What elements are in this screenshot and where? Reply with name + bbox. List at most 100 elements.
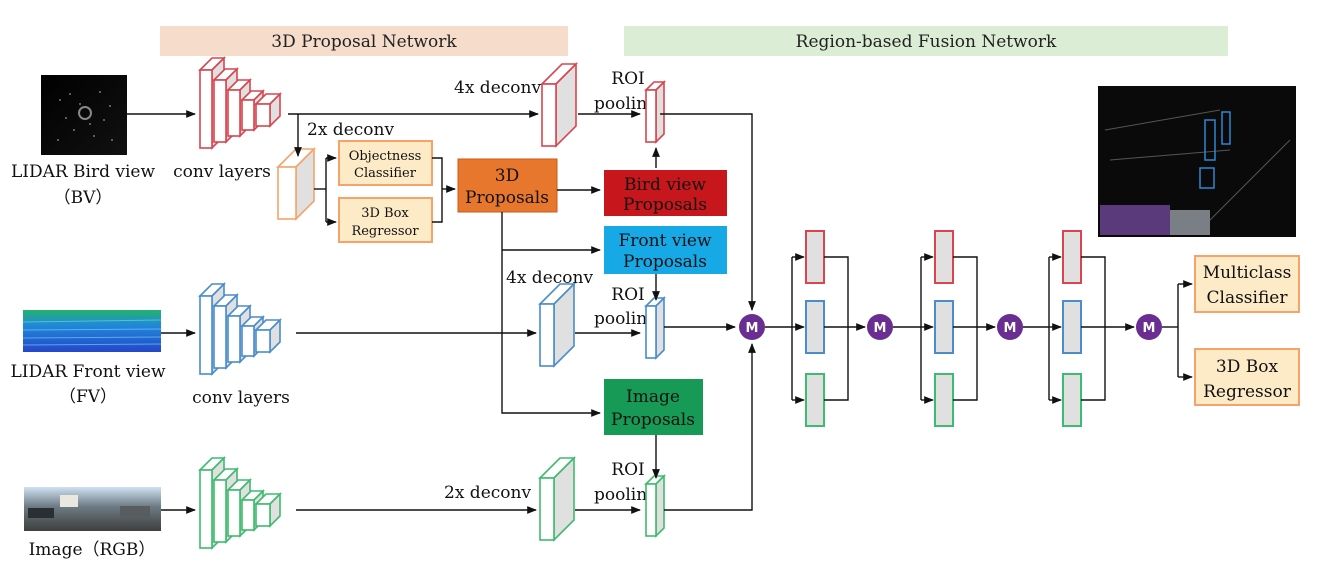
bird-view-proposals-box: Bird view Proposals	[604, 170, 727, 216]
conv-layers-label-bv: conv layers	[173, 162, 271, 182]
conv-layers-bv	[198, 56, 282, 150]
front-view-proposals-box: Front view Proposals	[604, 226, 727, 274]
multiclass-classifier-line1: Multiclass	[1203, 263, 1292, 283]
multiclass-classifier-line2: Classifier	[1207, 288, 1289, 308]
edge-roi-bv-to-merge	[660, 113, 756, 311]
deconv-block-fv	[538, 282, 576, 368]
proposals-3d-line2: Proposals	[465, 188, 549, 208]
roi-rgb-vector	[644, 474, 666, 538]
conv-bv-layer-5	[254, 92, 282, 128]
deconv-block-proposal	[276, 147, 316, 221]
conv-rgb-layer-5-front	[255, 503, 271, 527]
merge-node-4-circle	[1136, 314, 1162, 340]
proposal-network-banner: 3D Proposal Network	[160, 26, 568, 56]
conv-fv-layer-5	[254, 318, 282, 354]
edge-proposals-to-image	[501, 212, 601, 417]
lidar-bird-view-image	[41, 75, 127, 155]
roi-pooled-fv	[644, 296, 666, 360]
bird-view-proposals-line2: Proposals	[623, 195, 707, 215]
conv-rgb-layer-4-front	[241, 499, 255, 531]
conv-fv-layer-4-front	[241, 325, 255, 357]
conv-fv-layer-5-front	[255, 329, 271, 353]
conv-bv-layer-5-front	[255, 103, 271, 127]
connector-arrows	[127, 110, 1193, 514]
merge-node-3-label: M	[1004, 321, 1017, 336]
conv-bv-layer-4-front	[241, 99, 255, 131]
roi-fv-vector	[644, 296, 666, 360]
roi-label-rgb: ROI	[611, 460, 644, 480]
edge-stage-1-collect	[824, 256, 849, 401]
conv-rgb-layer-5	[254, 492, 282, 528]
pooling-label-rgb: pooling	[594, 485, 658, 505]
roi-bv-vector	[644, 80, 666, 144]
merge-node-2: M	[867, 314, 893, 340]
merge-node-4: M	[1136, 314, 1162, 340]
deconv-rgb-block	[538, 456, 576, 542]
front-view-proposals-line2: Proposals	[623, 252, 707, 272]
conv-bv-layer-1-front	[199, 69, 213, 149]
deconv-2x-label-proposal: 2x deconv	[307, 120, 394, 140]
pooling-label-bv: pooling	[594, 94, 658, 114]
merge-node-1: M	[739, 314, 765, 340]
deconv-block-rgb	[538, 456, 576, 542]
fusion-stage-1-bv	[805, 230, 825, 284]
roi-label-bv: ROI	[611, 69, 644, 89]
roi-label-fv: ROI	[611, 285, 644, 305]
box-regressor-box: 3D Box Regressor	[338, 197, 433, 243]
merge-node-3: M	[997, 314, 1023, 340]
input-label-rgb: Image（RGB）	[29, 540, 156, 560]
front-view-proposals-line1: Front view	[619, 231, 712, 251]
deconv-4x-label-bv: 4x deconv	[454, 78, 541, 98]
fusion-stage-1-fv	[805, 300, 825, 354]
fusion-stage-2-rgb	[934, 373, 954, 427]
deconv-rgb-block-front	[539, 477, 555, 541]
fusion-network-title: Region-based Fusion Network	[796, 32, 1057, 52]
input-label-fv-abbrev: （FV）	[59, 387, 117, 407]
fusion-stage-3-fv	[1062, 300, 1082, 354]
merge-node-2-circle	[867, 314, 893, 340]
fusion-stage-3	[1062, 230, 1082, 427]
multiclass-classifier-box: Multiclass Classifier	[1194, 255, 1300, 313]
deconv-fv-block-front	[539, 303, 555, 367]
roi-pooled-rgb	[644, 474, 666, 538]
edge-stage-2-collect	[953, 256, 978, 401]
conv-bv-layer-3-front	[227, 89, 241, 137]
box-regressor-line2: Regressor	[351, 224, 419, 239]
roi-rgb-vector-front	[645, 483, 657, 537]
roi-rgb-vector-side	[655, 474, 665, 538]
conv-layers-rgb	[198, 456, 282, 550]
detection-result-image	[1098, 86, 1296, 237]
deconv-2x-label-rgb: 2x deconv	[444, 483, 531, 503]
roi-bv-vector-front	[645, 89, 657, 143]
conv-fv-layer-3-front	[227, 315, 241, 363]
final-box-regressor-line2: Regressor	[1203, 382, 1292, 402]
input-label-fv: LIDAR Front view	[10, 362, 166, 382]
objectness-classifier-box: Objectness Classifier	[338, 140, 433, 186]
merge-node-1-circle	[739, 314, 765, 340]
fusion-stage-2	[934, 230, 954, 427]
image-proposals-line1: Image	[626, 387, 680, 407]
fusion-stage-1-rgb	[805, 373, 825, 427]
proposals-3d-line1: 3D	[495, 166, 519, 186]
conv-layers-fv	[198, 282, 282, 376]
bird-view-proposals-line1: Bird view	[624, 175, 706, 195]
fusion-stage-3-bv	[1062, 230, 1082, 284]
fusion-stage-1	[805, 230, 825, 427]
fusion-network-banner: Region-based Fusion Network	[624, 26, 1228, 56]
deconv-bv-block	[540, 62, 578, 148]
conv-rgb-layer-1-front	[199, 469, 213, 549]
conv-layers-label-fv: conv layers	[192, 388, 290, 408]
conv-fv-layer-2-front	[213, 305, 227, 369]
final-box-regressor-box: 3D Box Regressor	[1194, 348, 1300, 406]
roi-fv-vector-side	[655, 296, 665, 360]
roi-bv-vector-side	[655, 80, 665, 144]
deconv-orange-block-front	[277, 166, 297, 220]
merge-node-3-circle	[997, 314, 1023, 340]
lidar-front-view-image	[22, 310, 162, 352]
deconv-fv-block	[538, 282, 576, 368]
edge-roi-rgb-to-merge	[664, 343, 756, 511]
objectness-line2: Classifier	[354, 166, 417, 181]
fusion-stage-2-fv	[934, 300, 954, 354]
deconv-bv-block-front	[541, 83, 557, 147]
